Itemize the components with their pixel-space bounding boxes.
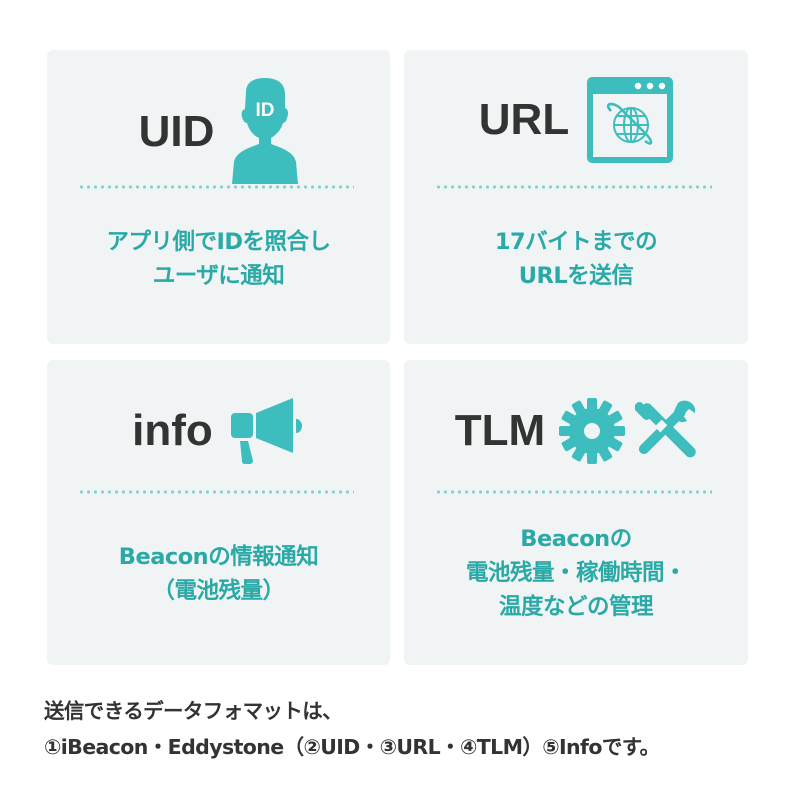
uid-card-title: UID (138, 107, 215, 156)
tlm-card: TLM (404, 360, 748, 665)
tlm-card-title: TLM (454, 406, 546, 455)
format-caption: 送信できるデータフォマットは、 ①iBeacon・Eddystone（②UID・… (44, 693, 784, 765)
url-desc-line-1: 17バイトまでの (494, 229, 658, 255)
caption-line-2: ①iBeacon・Eddystone（②UID・③URL・④TLM）⑤Infoで… (44, 735, 660, 759)
info-divider (78, 490, 354, 494)
tlm-card-header: TLM (404, 398, 748, 464)
info-card-title: info (132, 406, 213, 455)
url-card: URL 17バイトまでの URLを送信 (404, 50, 748, 344)
uid-desc-line-1: アプリ側でIDを照合し (106, 229, 331, 255)
url-desc-line-2: URLを送信 (518, 263, 634, 289)
tlm-card-description: Beaconの 電池残量・稼働時間・ 温度などの管理 (404, 522, 748, 624)
svg-text:ID: ID (256, 100, 275, 121)
info-card-description: Beaconの情報通知 （電池残量） (47, 540, 390, 608)
tlm-desc-line-1: Beaconの (520, 526, 632, 552)
tlm-desc-line-3: 温度などの管理 (498, 594, 654, 620)
info-desc-line-2: （電池残量） (152, 578, 285, 604)
url-divider (435, 185, 712, 189)
uid-card: UID ID アプリ側でIDを照合し ユーザに通知 (47, 50, 390, 344)
tlm-divider (435, 490, 712, 494)
info-desc-line-1: Beaconの情報通知 (118, 544, 319, 570)
browser-globe-icon (587, 77, 674, 163)
url-card-header: URL (404, 77, 748, 163)
url-card-title: URL (478, 95, 570, 144)
wrench-screwdriver-icon (635, 399, 697, 463)
info-card-header: info (47, 398, 390, 464)
tlm-desc-line-2: 電池残量・稼働時間・ (465, 560, 687, 586)
user-id-icon: ID (232, 78, 299, 186)
uid-card-header: UID ID (47, 78, 390, 186)
caption-line-1: 送信できるデータフォマットは、 (44, 699, 343, 723)
gear-icon (559, 398, 626, 464)
uid-desc-line-2: ユーザに通知 (152, 263, 285, 289)
uid-divider (78, 185, 354, 189)
url-card-description: 17バイトまでの URLを送信 (404, 225, 748, 293)
uid-card-description: アプリ側でIDを照合し ユーザに通知 (47, 225, 390, 293)
info-card: info Beaconの情報通知 （電池残量） (47, 360, 390, 665)
megaphone-icon (230, 398, 305, 464)
